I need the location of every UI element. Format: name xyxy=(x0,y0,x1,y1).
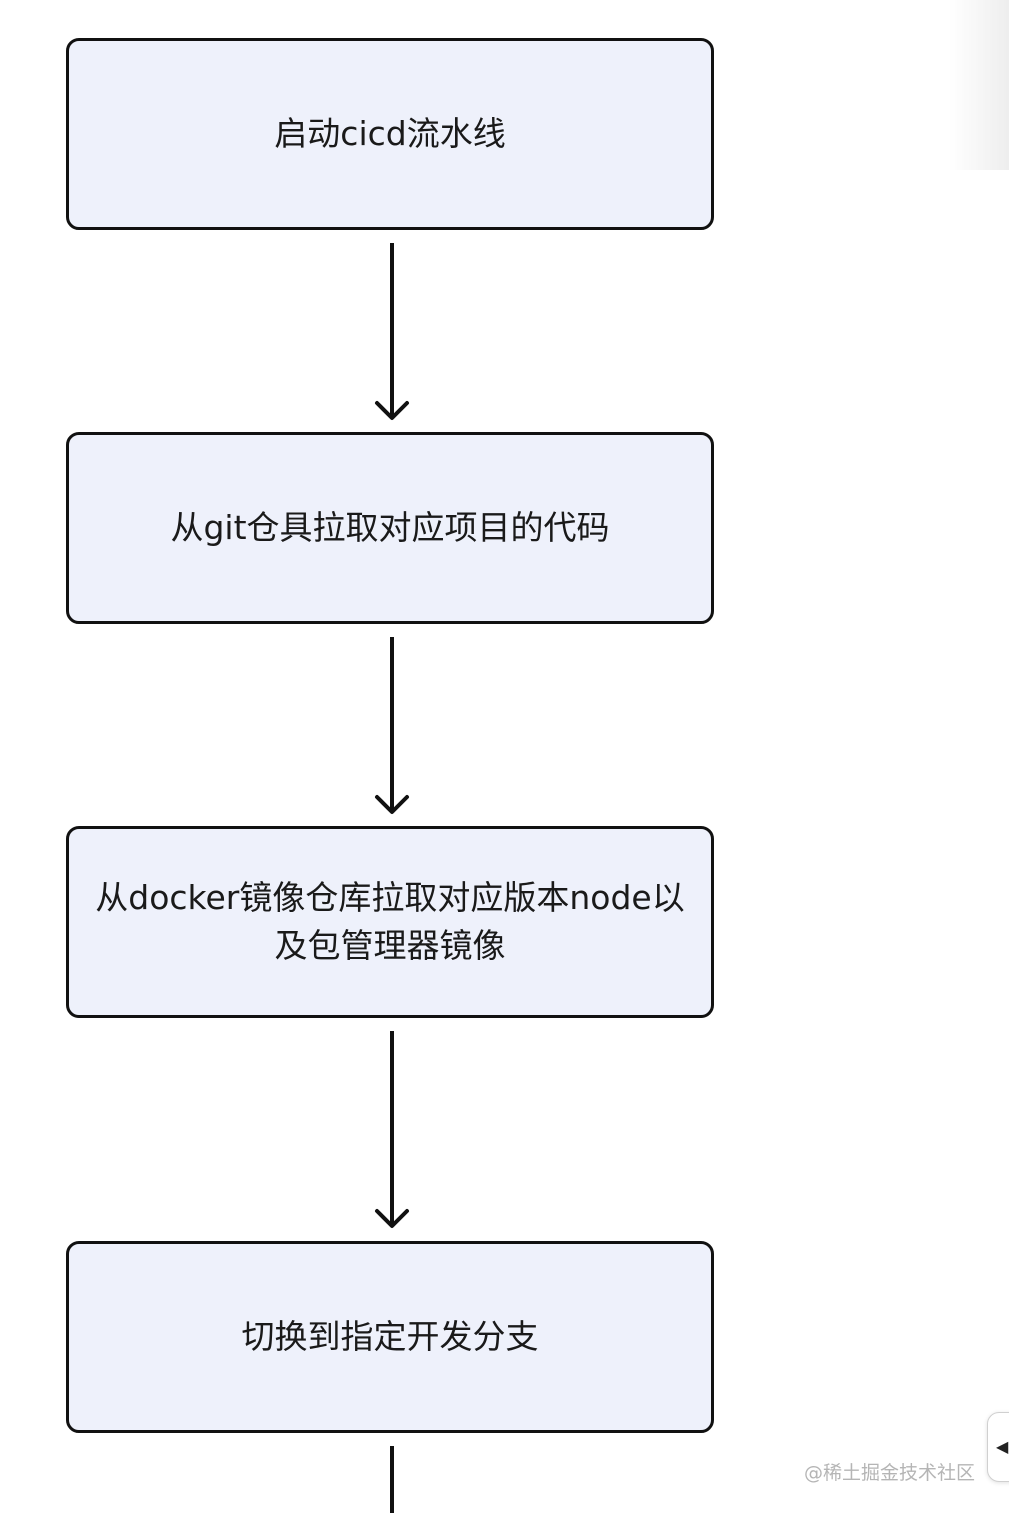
node-label: 启动cicd流水线 xyxy=(274,114,506,153)
node-label: 从git仓具拉取对应项目的代码 xyxy=(170,508,610,547)
flow-node-start-pipeline[interactable]: 启动cicd流水线 xyxy=(66,38,714,230)
node-label: 从docker镜像仓库拉取对应版本node以及包管理器镜像 xyxy=(95,878,685,965)
flow-node-pull-docker-images[interactable]: 从docker镜像仓库拉取对应版本node以及包管理器镜像 xyxy=(66,826,714,1018)
watermark: @稀土掘金技术社区 xyxy=(803,1462,975,1484)
collapse-panel-button[interactable]: ◀ xyxy=(987,1412,1009,1482)
edge-3-4-arrowhead xyxy=(375,1209,409,1228)
chevron-left-icon: ◀ xyxy=(996,1439,1009,1456)
node-label: 切换到指定开发分支 xyxy=(241,1317,539,1356)
edge-1-2-arrowhead xyxy=(375,401,409,420)
flow-node-switch-branch[interactable]: 切换到指定开发分支 xyxy=(66,1241,714,1433)
flow-node-pull-git-code[interactable]: 从git仓具拉取对应项目的代码 xyxy=(66,432,714,624)
edge-2-3-arrowhead xyxy=(375,795,409,814)
side-panel-shadow xyxy=(949,0,1009,170)
